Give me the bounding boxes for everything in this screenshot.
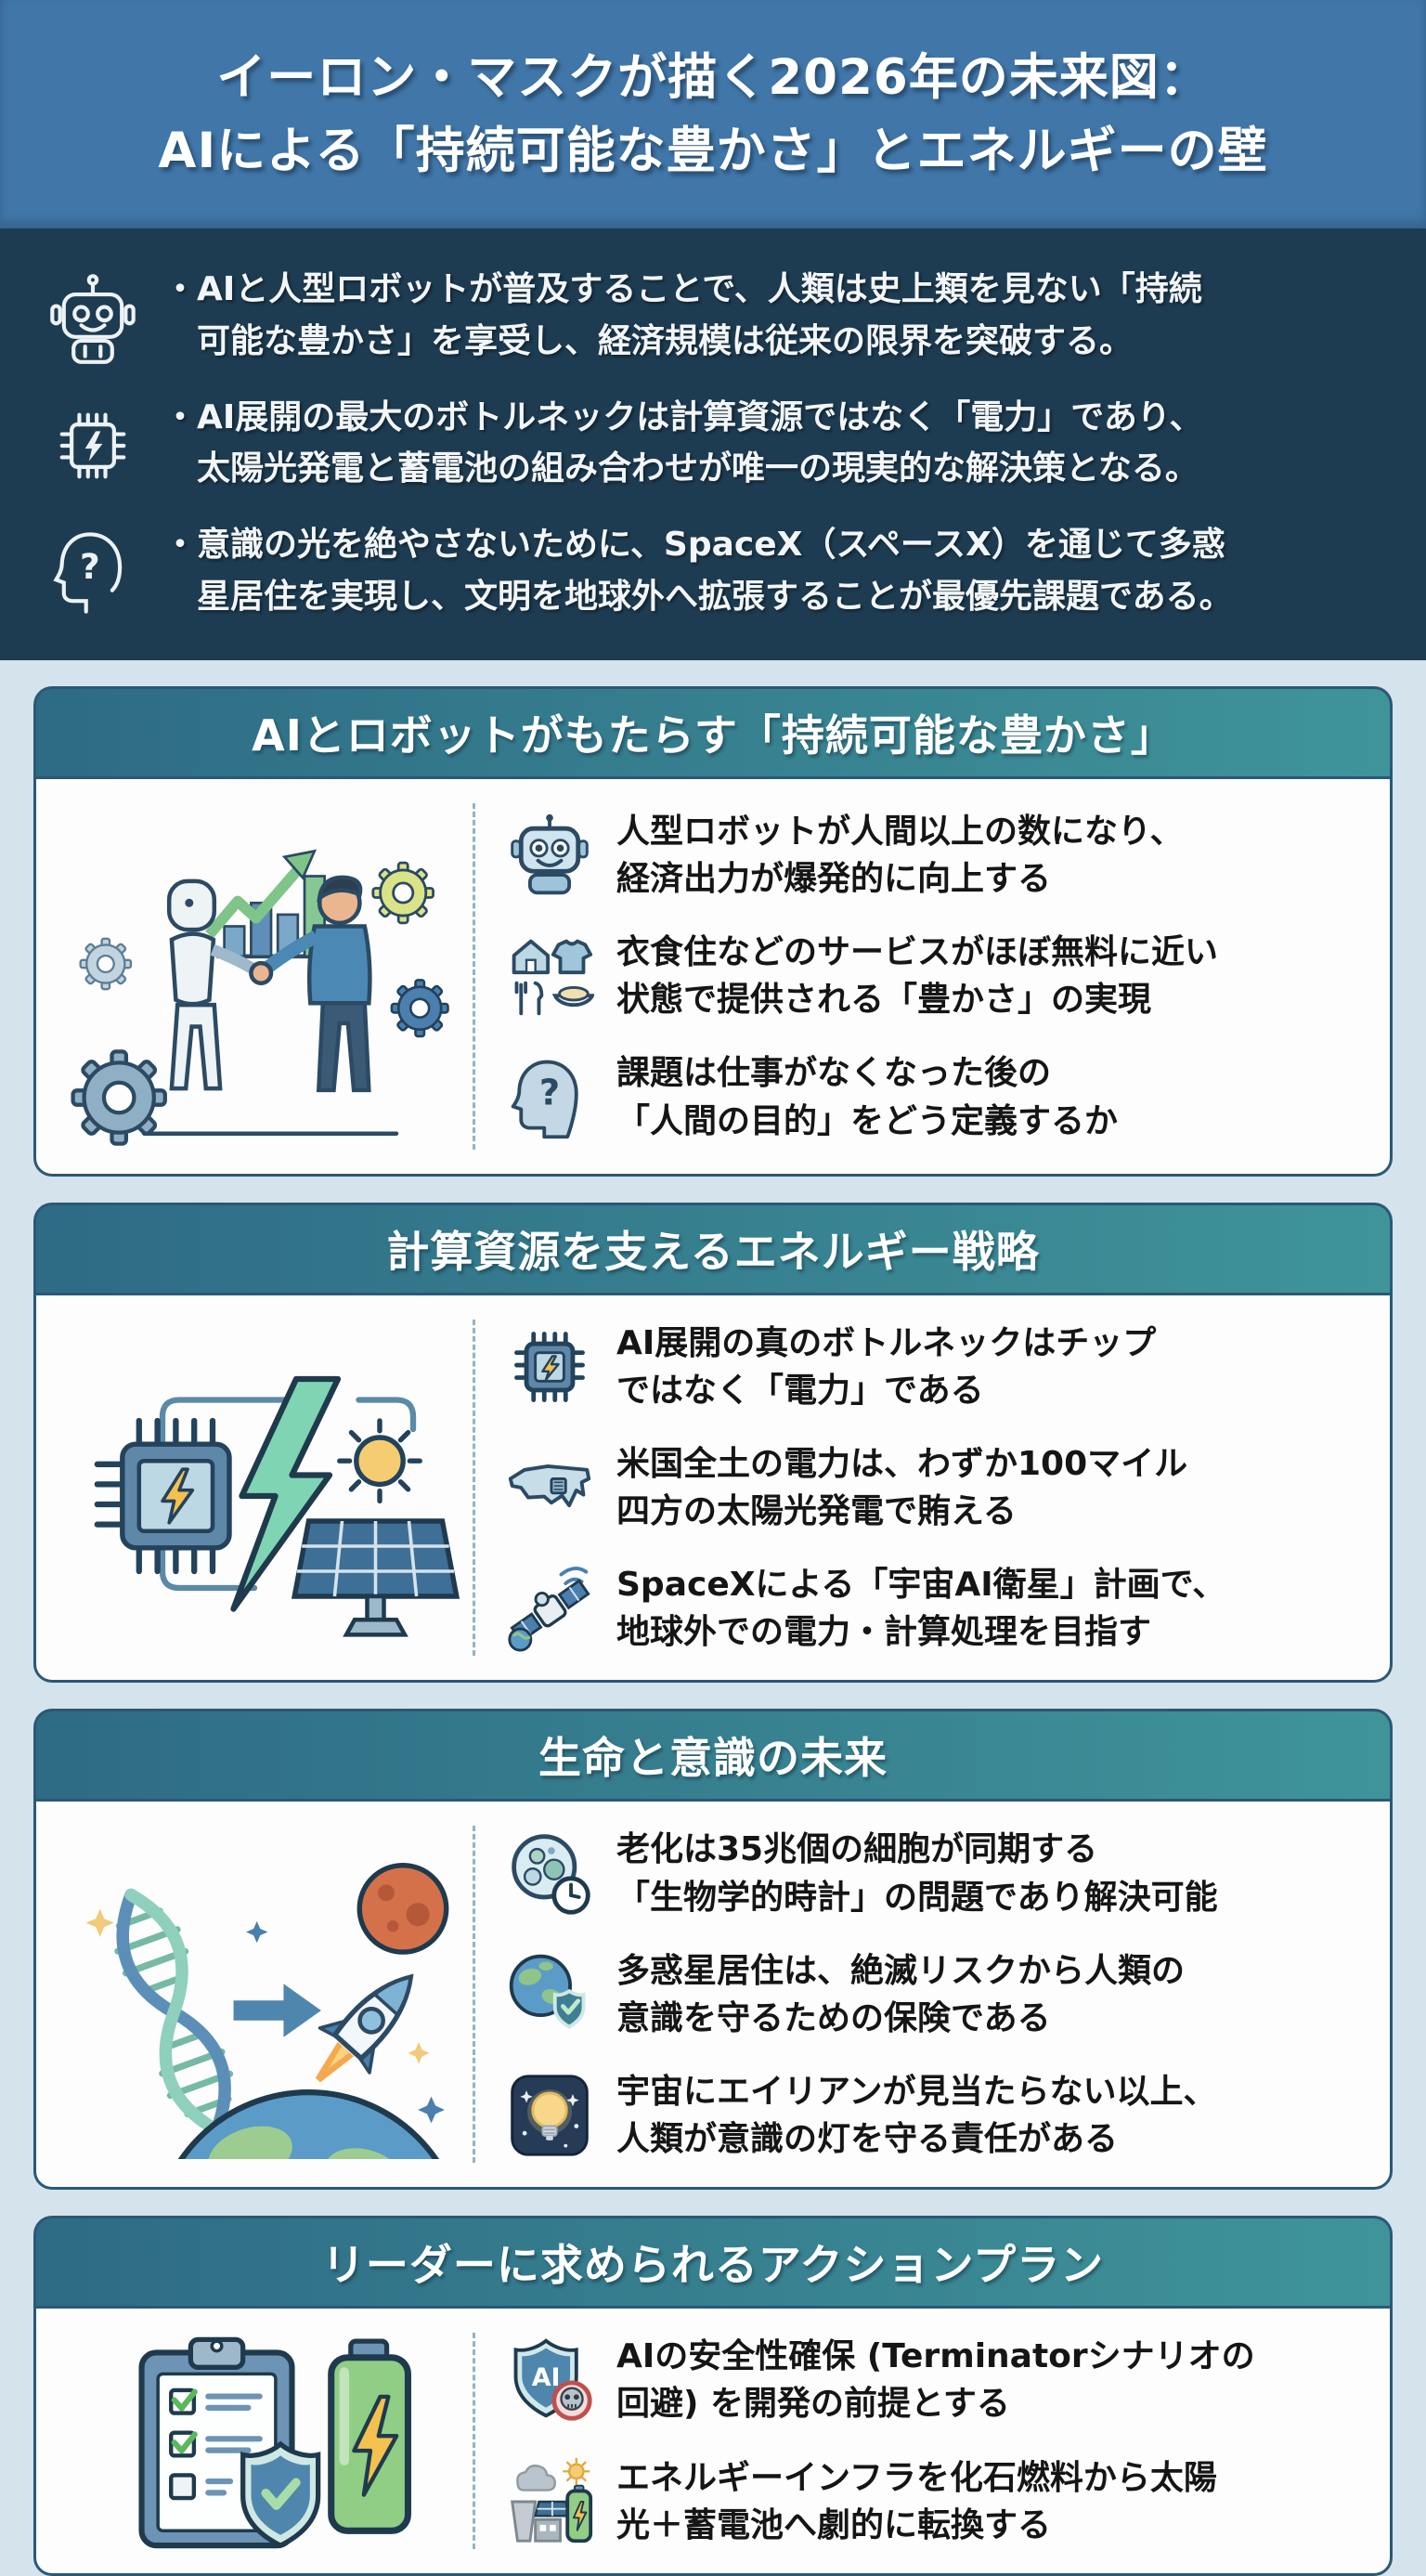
lightbulb-space-icon (511, 2075, 589, 2156)
earth-figure (177, 2089, 440, 2160)
gear-icon (371, 861, 434, 925)
mars-figure (356, 1863, 449, 1956)
list-item: ? 課題は仕事がなくなった後の 「人間の目的」をどう定義するか (505, 1049, 1366, 1144)
bullet-text: AIの安全性確保 (Terminatorシナリオの 回避) を開発の前提とする (616, 2337, 1255, 2424)
cells-clock-icon (512, 1833, 590, 1915)
ai-shield-skull-icon: AI (513, 2338, 592, 2422)
bullet-text: AI展開の真のボトルネックはチップ ではなく「電力」である (616, 1323, 1157, 1410)
summary-panel: ・ AIと人型ロボットが普及することで、人類は史上類を見ない「持続 可能な豊かさ… (0, 228, 1426, 660)
list-item: SpaceXによる「宇宙AI衛星」計画で、 地球外での電力・計算処理を目指す (505, 1561, 1366, 1656)
bullet-text: 宇宙にエイリアンが見当たらない以上、 人類が意識の灯を守る責任がある (616, 2072, 1217, 2158)
sparkle-icon (85, 1908, 430, 2064)
section-energy: 計算資源を支えるエネルギー戦略 (33, 1202, 1393, 1684)
arrow-icon (233, 1984, 321, 2038)
bullet-text: 米国全土の電力は、わずか100マイル 四方の太陽光発電で賄える (616, 1445, 1188, 1531)
sparkle-icon (246, 1921, 445, 2124)
chip-bolt-icon (514, 1331, 585, 1402)
list-item: 宇宙にエイリアンが見当たらない以上、 人類が意識の灯を守る責任がある (505, 2068, 1366, 2163)
bullet-text: SpaceXによる「宇宙AI衛星」計画で、 地球外での電力・計算処理を目指す (616, 1566, 1226, 1652)
section-title: リーダーに求められるアクションプラン (321, 2240, 1105, 2291)
human-figure (249, 875, 372, 1092)
chip-figure (94, 1417, 232, 1575)
summary-item: ・ AIと人型ロボットが普及することで、人類は史上類を見ない「持続 可能な豊かさ… (45, 264, 1374, 368)
checklist-shield-battery-illustration (36, 2309, 473, 2573)
bullet-marker: ・ (163, 526, 198, 565)
list-item: 多惑星居住は、絶滅リスクから人類の 意識を守るための保険である (505, 1947, 1366, 2042)
list-item: AI AIの安全性確保 (Terminatorシナリオの 回避) を開発の前提と… (505, 2333, 1366, 2427)
section-header: AIとロボットがもたらす「持続可能な豊かさ」 (33, 685, 1393, 776)
section-header: 生命と意識の未来 (33, 1709, 1393, 1800)
battery-figure (328, 2338, 411, 2534)
divider (473, 1826, 475, 2164)
chip-lightning-solar-illustration (36, 1295, 473, 1681)
lightning-bolt (230, 1375, 342, 1612)
gear-icon (71, 1049, 167, 1146)
dna-rocket-illustration (36, 1802, 473, 2187)
divider (473, 1319, 475, 1657)
list-item: 人型ロボットが人間以上の数になり、 経済出力が爆発的に向上する (505, 808, 1366, 903)
page-title-line2: AIによる「持続可能な豊かさ」とエネルギーの壁 (158, 123, 1268, 179)
satellite-icon (508, 1567, 590, 1652)
list-item: 米国全土の電力は、わずか100マイル 四方の太陽光発電で賄える (505, 1440, 1366, 1535)
question-mark-glyph: ? (80, 546, 100, 587)
section-abundance: AIとロボットがもたらす「持続可能な豊かさ」 (33, 685, 1393, 1177)
section-header: リーダーに求められるアクションプラン (33, 2216, 1393, 2307)
section-header: 計算資源を支えるエネルギー戦略 (33, 1202, 1393, 1293)
section-life-consciousness: 生命と意識の未来 (33, 1709, 1393, 2191)
sun-figure (337, 1418, 422, 1504)
chip-outline-icon (59, 412, 126, 478)
list-item: エネルギーインフラを化石燃料から太陽 光＋蓄電池へ劇的に転換する (505, 2454, 1366, 2549)
robot-icon (511, 813, 589, 895)
shield-check-figure (240, 2440, 321, 2549)
summary-text: ・ 意識の光を絶やさないために、SpaceX（スペースX）を通じて多惑 星居住を… (163, 519, 1233, 623)
divider (473, 2333, 475, 2550)
summary-text: ・ AIと人型ロボットが普及することで、人類は史上類を見ない「持続 可能な豊かさ… (163, 264, 1202, 368)
earth-shield-icon (509, 1954, 586, 2029)
bullet-marker: ・ (163, 397, 198, 436)
page-header: イーロン・マスクが描く2026年の未来図： AIによる「持続可能な豊かさ」とエネ… (0, 0, 1426, 228)
dna-helix (114, 1889, 234, 2137)
summary-item: ・ AI展開の最大のボトルネックは計算資源ではなく「電力」であり、 太陽光発電と… (45, 392, 1374, 496)
gear-icon (390, 978, 449, 1038)
robot-human-handshake-illustration (36, 779, 473, 1174)
robot-outline-icon (50, 274, 136, 364)
gear-icon (79, 937, 133, 991)
summary-item: ? ・ 意識の光を絶やさないために、SpaceX（スペースX）を通じて多惑 星居… (45, 519, 1374, 623)
robot-figure (166, 878, 264, 1091)
bullet-marker: ・ (163, 270, 198, 308)
head-question-outline-icon: ? (53, 532, 123, 614)
bullet-text: 課題は仕事がなくなった後の 「人間の目的」をどう定義するか (616, 1054, 1119, 1140)
ai-label: AI (532, 2363, 561, 2392)
rocket-figure (315, 1973, 414, 2083)
bullet-text: 老化は35兆個の細胞が同期する 「生物学的時計」の問題であり解決可能 (616, 1830, 1218, 1917)
bullet-text: エネルギーインフラを化石燃料から太陽 光＋蓄電池へ劇的に転換する (616, 2458, 1217, 2544)
living-essentials-icon (512, 939, 594, 1016)
divider (473, 802, 475, 1150)
question-mark-glyph: ? (539, 1072, 560, 1113)
energy-transition-icon (511, 2457, 593, 2543)
head-question-icon: ? (511, 1060, 578, 1138)
list-item: 老化は35兆個の細胞が同期する 「生物学的時計」の問題であり解決可能 (505, 1826, 1366, 1920)
section-action-plan: リーダーに求められるアクションプラン (33, 2216, 1393, 2576)
list-item: AI展開の真のボトルネックはチップ ではなく「電力」である (505, 1320, 1366, 1414)
section-title: 計算資源を支えるエネルギー戦略 (386, 1226, 1040, 1277)
bullet-text: 多惑星居住は、絶滅リスクから人類の 意識を守るための保険である (616, 1951, 1186, 2037)
summary-text: ・ AI展開の最大のボトルネックは計算資源ではなく「電力」であり、 太陽光発電と… (163, 392, 1202, 496)
bullet-text: 人型ロボットが人間以上の数になり、 経済出力が爆発的に向上する (616, 812, 1184, 899)
page-title-line1: イーロン・マスクが描く2026年の未来図： (216, 48, 1210, 106)
section-title: AIとロボットがもたらす「持続可能な豊かさ」 (252, 709, 1174, 761)
usa-map-icon (508, 1464, 591, 1508)
solar-panel-figure (291, 1518, 460, 1637)
bullet-text: 衣食住などのサービスがほぼ無料に近い 状態で提供される「豊かさ」の実現 (616, 933, 1219, 1020)
list-item: 衣食住などのサービスがほぼ無料に近い 状態で提供される「豊かさ」の実現 (505, 929, 1366, 1023)
section-title: 生命と意識の未来 (538, 1733, 888, 1784)
